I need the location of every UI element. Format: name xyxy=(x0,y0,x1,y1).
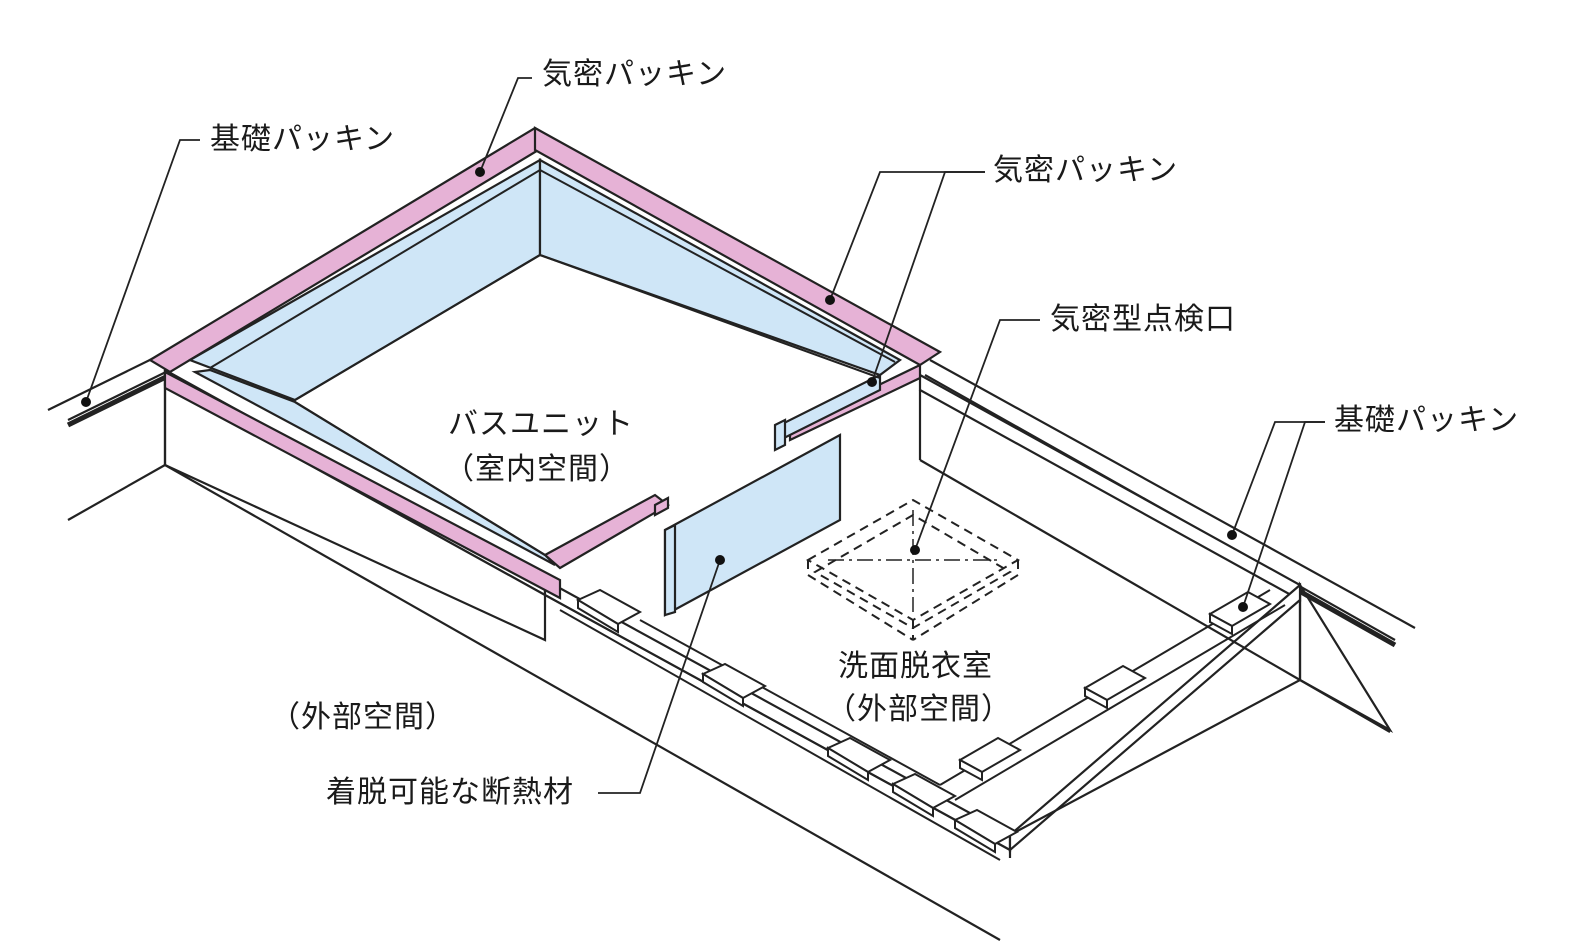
label-bath-unit-sub: （室内空間） xyxy=(444,452,630,487)
airtight-packing xyxy=(147,126,943,600)
label-removable-insulation: 着脱可能な断熱材 xyxy=(326,775,574,810)
label-outside-space: （外部空間） xyxy=(270,700,456,735)
bath-opening xyxy=(209,160,896,556)
label-foundation-packing-left: 基礎パッキン xyxy=(210,122,396,157)
leader-lines xyxy=(85,77,1325,794)
foundation-packing-blocks xyxy=(575,588,1273,854)
label-bath-unit-title: バスユニット xyxy=(448,407,634,442)
insulation-panels xyxy=(187,158,903,617)
inspection-port-centerlines xyxy=(828,510,998,612)
foundation-walls xyxy=(67,368,1394,941)
inspection-port xyxy=(805,498,1021,641)
label-airtight-packing-right: 気密パッキン xyxy=(993,153,1179,188)
leader-dots xyxy=(81,167,1248,612)
label-airtight-packing-top: 気密パッキン xyxy=(542,57,728,92)
label-washroom-title: 洗面脱衣室 xyxy=(838,649,993,684)
label-foundation-packing-right: 基礎パッキン xyxy=(1334,403,1520,438)
label-washroom-sub: （外部空間） xyxy=(826,692,1012,727)
label-airtight-inspection-port: 気密型点検口 xyxy=(1050,302,1236,337)
